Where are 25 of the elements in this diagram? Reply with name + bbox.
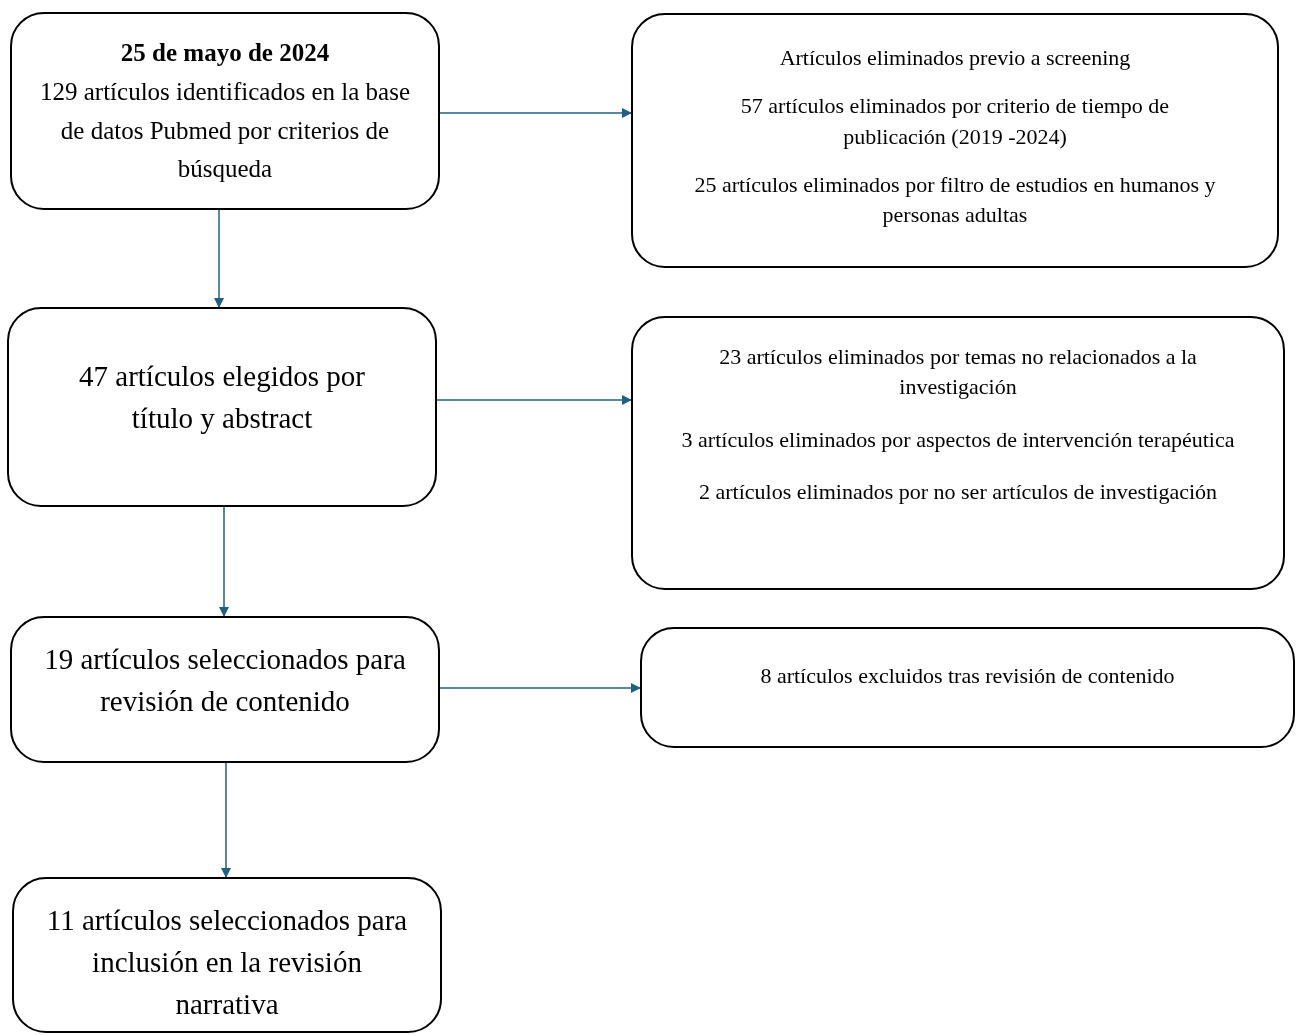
box-text: 57 artículos eliminados por criterio de tiempo de publicación (2019 -2024) <box>739 92 1171 151</box>
box-text: 129 artículos identificados en la base de datos Pubmed por criterios de búsqueda <box>39 76 411 185</box>
arrow <box>221 762 231 878</box>
process-box <box>12 877 442 1033</box>
box-text: 2 artículos eliminados por no ser artículos de investigación <box>698 478 1218 507</box>
process-box <box>7 307 437 507</box>
box-text: 47 artículos elegidos por título y abstract <box>78 359 366 437</box>
arrow <box>439 108 632 118</box>
box-text: 8 artículos excluidos tras revisión de contenido <box>760 662 1175 690</box>
arrow <box>439 683 641 693</box>
arrow <box>219 506 229 617</box>
process-box <box>10 616 440 763</box>
process-box <box>631 13 1279 268</box>
box-text: 19 artículos seleccionados para revisión de contenido <box>43 642 407 720</box>
date-heading: 25 de mayo de 2024 <box>120 38 330 68</box>
box-text: 25 artículos eliminados por filtro de estudios en humanos y personas adultas <box>693 171 1217 230</box>
process-box <box>640 627 1295 748</box>
box-text: 3 artículos eliminados por aspectos de intervención terapéutica <box>681 425 1235 454</box>
box-text: 11 artículos seleccionados para inclusión en la revisión narrativa <box>45 903 409 1023</box>
box-text: 23 artículos eliminados por temas no relacionados a la investigación <box>718 343 1198 402</box>
box-text: Artículos eliminados previo a screening <box>779 44 1131 72</box>
process-box <box>10 12 440 210</box>
arrow <box>436 395 632 405</box>
process-box <box>631 316 1285 590</box>
arrow <box>214 209 224 308</box>
